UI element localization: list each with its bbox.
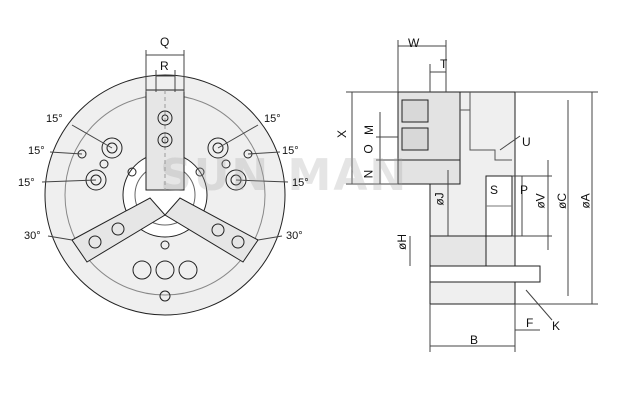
angle-label: 15° [282,145,299,157]
dim-c-label: øC [555,193,569,209]
dim-j-label: øJ [432,192,447,206]
dim-a-label: øA [578,193,593,209]
angle-label: 15° [264,113,281,125]
dim-p-label: P [520,183,529,197]
dim-s-label: S [490,183,499,197]
dim-u-label: U [522,135,531,149]
angle-label: 15° [28,145,45,157]
angle-label: 15° [18,177,35,189]
side-view [346,40,598,352]
dim-v-label: øV [533,193,548,209]
dim-h-label: øH [395,234,409,250]
angle-label: 30° [24,230,41,242]
dim-m-label: M [362,125,376,135]
angle-label: 30° [286,230,303,242]
dim-t-label: T [440,57,448,71]
dim-r-label: R [160,59,169,73]
dim-q-label: Q [160,35,170,49]
dim-f-label: F [526,316,534,330]
dim-w-label: W [408,36,420,50]
side-bolt [429,265,541,283]
front-view [41,50,289,316]
angle-label: 15° [46,113,63,125]
dim-o-label: O [361,144,376,154]
angle-label: 15° [292,177,309,189]
watermark: SUN MAN [160,150,409,201]
dim-b-label: B [470,333,479,347]
dim-x-label: X [335,129,350,139]
dim-n-label: N [361,169,376,179]
dim-k-label: K [552,319,561,333]
